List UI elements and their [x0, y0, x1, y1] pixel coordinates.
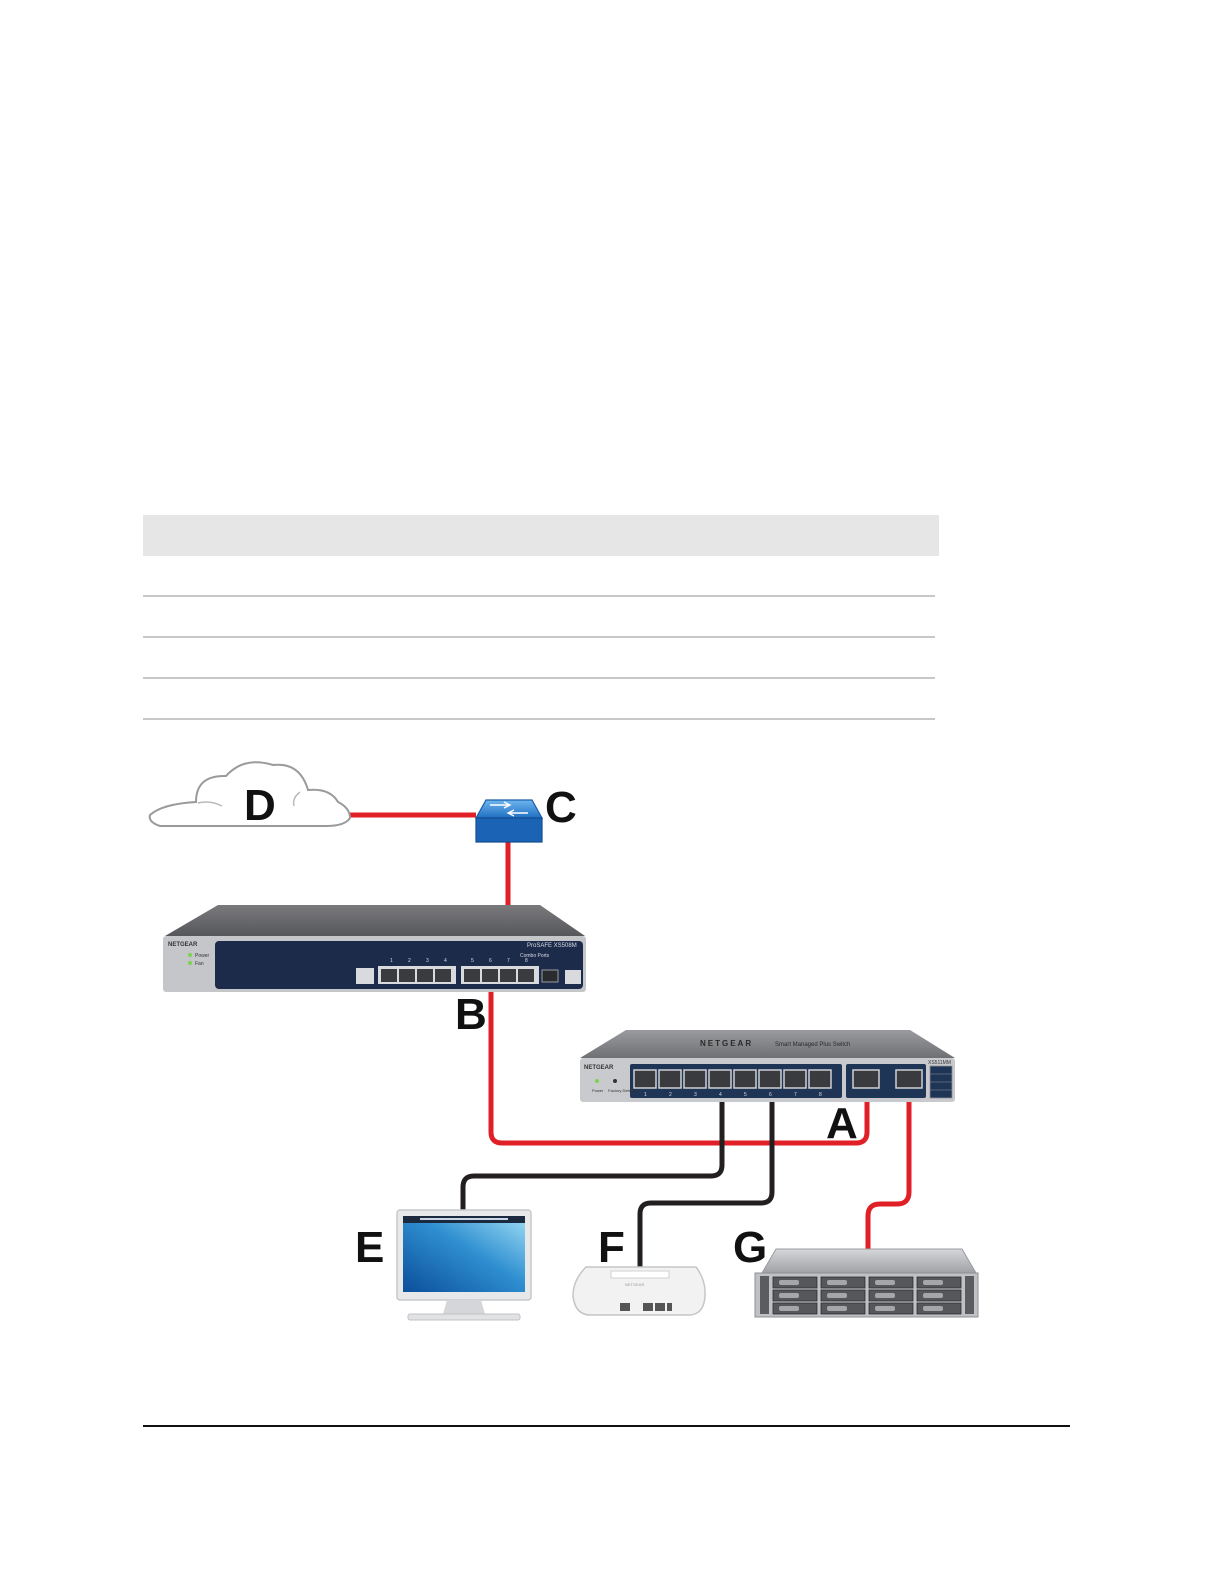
- ethernet-port-icon: [435, 969, 451, 982]
- switch-b-led-fan: Fan: [195, 961, 204, 967]
- table-row: [143, 679, 935, 720]
- footer-rule: [143, 1425, 1070, 1427]
- ethernet-port-icon: [464, 969, 480, 982]
- switch-b-brand: NETGEAR: [168, 942, 198, 948]
- cable-switch-a-to-nas: [865, 1070, 912, 1250]
- switch-a-port-number: 6: [769, 1092, 772, 1098]
- ethernet-port-icon: [500, 969, 516, 982]
- switch-b-led-power: Power: [195, 953, 210, 959]
- ethernet-port-icon: [399, 969, 415, 982]
- switch-a-port-number: 2: [669, 1092, 672, 1098]
- nas-storage-icon: [754, 1248, 979, 1318]
- ethernet-port-icon: [683, 1069, 707, 1089]
- label-a: A: [826, 1099, 858, 1148]
- ethernet-port-icon: [708, 1069, 732, 1089]
- sfp-port-icon: [541, 969, 559, 983]
- cables: [350, 812, 912, 1270]
- switch-b-port-number: 8: [525, 958, 528, 964]
- uplink-port-icon: [895, 1069, 923, 1089]
- router-icon: [474, 799, 544, 843]
- table-row: [143, 597, 935, 638]
- ethernet-port-icon: [518, 969, 534, 982]
- ethernet-port-icon: [658, 1069, 682, 1089]
- internet-cloud-icon: [148, 761, 352, 827]
- spec-table: [143, 515, 939, 720]
- switch-b-port-number: 6: [489, 958, 492, 964]
- switch-b-port-number: 2: [408, 958, 411, 964]
- access-point-brand: NETGEAR: [625, 1282, 644, 1287]
- ethernet-port-icon: [633, 1069, 657, 1089]
- table-header: [143, 515, 939, 556]
- switch-b-device: NETGEAR Power Fan ProSAFE XS508M Combo P…: [163, 905, 586, 992]
- label-g: G: [733, 1223, 767, 1272]
- ethernet-port-icon: [758, 1069, 782, 1089]
- label-b: B: [455, 990, 487, 1039]
- switch-a-subtitle: Smart Managed Plus Switch: [775, 1042, 850, 1048]
- table-row: [143, 638, 935, 679]
- computer-monitor-icon: [396, 1209, 532, 1321]
- label-c: C: [545, 783, 577, 832]
- wireless-access-point-icon: NETGEAR: [572, 1266, 706, 1316]
- ethernet-port-icon: [482, 969, 498, 982]
- switch-a-led-power: Power: [592, 1088, 604, 1093]
- ethernet-port-icon: [381, 969, 397, 982]
- switch-a-led-factory: Factory Defaults: [608, 1088, 637, 1093]
- switch-a-device: NETGEAR Smart Managed Plus Switch NETGEA…: [580, 1030, 955, 1102]
- switch-b-model: ProSAFE XS508M: [527, 943, 577, 949]
- switch-b-port-number: 4: [444, 958, 447, 964]
- uplink-port-icon: [852, 1069, 880, 1089]
- label-f: F: [598, 1223, 625, 1272]
- switch-a-port-number: 3: [694, 1092, 697, 1098]
- switch-b-port-number: 1: [390, 958, 393, 964]
- network-diagram: D C NETGEAR Power Fan ProSAFE XS508M Com…: [148, 761, 979, 1321]
- switch-b-port-number: 3: [426, 958, 429, 964]
- ethernet-port-icon: [783, 1069, 807, 1089]
- switch-a-brand: NETGEAR: [584, 1065, 614, 1071]
- ethernet-port-icon: [733, 1069, 757, 1089]
- switch-b-combo-label: Combo Ports: [520, 953, 550, 959]
- label-e: E: [355, 1223, 384, 1272]
- switch-b-port-number: 5: [471, 958, 474, 964]
- switch-b-port-number: 7: [507, 958, 510, 964]
- switch-a-model: XS511MM: [928, 1060, 951, 1066]
- switch-a-port-number: 4: [719, 1092, 722, 1098]
- ethernet-port-icon: [808, 1069, 832, 1089]
- cable-switch-a-to-computer: [460, 1070, 725, 1210]
- cable-switch-b-to-switch-a: [488, 970, 870, 1146]
- switch-a-port-number: 1: [644, 1092, 647, 1098]
- switch-a-port-number: 7: [794, 1092, 797, 1098]
- switch-a-port-number: 8: [819, 1092, 822, 1098]
- switch-a-port-number: 5: [744, 1092, 747, 1098]
- switch-a-brand-top: NETGEAR: [700, 1039, 753, 1048]
- ethernet-port-icon: [417, 969, 433, 982]
- table-row: [143, 556, 935, 597]
- cable-switch-a-to-access-point: [637, 1070, 775, 1270]
- label-d: D: [244, 781, 276, 830]
